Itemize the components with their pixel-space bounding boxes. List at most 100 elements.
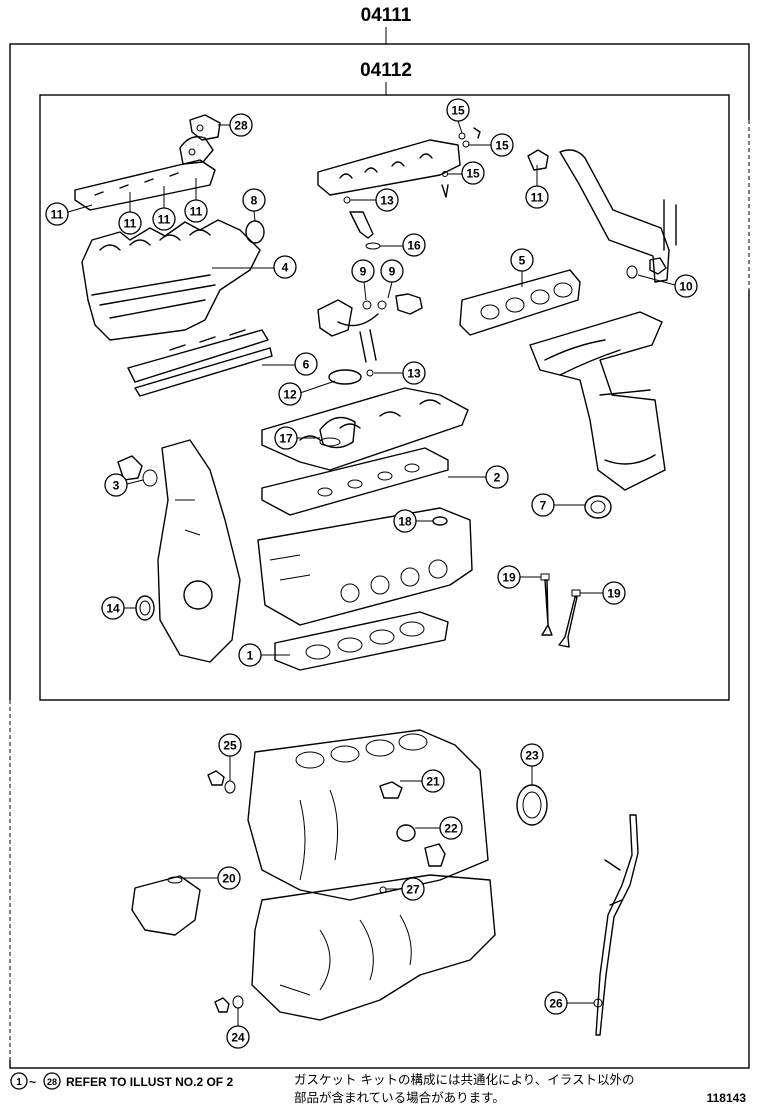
callout-8[interactable]: 8: [242, 188, 266, 212]
callout-25[interactable]: 25: [218, 733, 242, 757]
callout-2-label: 2: [494, 471, 501, 485]
callout-11-c[interactable]: 11: [152, 207, 176, 231]
callout-16[interactable]: 16: [402, 233, 426, 257]
callout-13-a-label: 13: [380, 194, 394, 208]
callout-18-label: 18: [398, 515, 412, 529]
timing-cover-drawing: [157, 439, 241, 663]
callout-11-e-label: 11: [531, 191, 544, 205]
callout-1[interactable]: 1: [238, 643, 262, 667]
callout-24[interactable]: 24: [226, 1025, 250, 1049]
sensor-drawing: [317, 281, 423, 363]
callout-11-c-label: 11: [158, 213, 171, 227]
callout-15-a[interactable]: 15: [446, 98, 470, 122]
footer-jp-line1: ガスケット キットの構成には共通化により、イラスト以外の: [294, 1072, 634, 1087]
callout-10[interactable]: 10: [674, 274, 698, 298]
egr-pipe-drawing: [527, 149, 677, 283]
drain-cock-drawing: [207, 770, 236, 794]
callout-11-d-label: 11: [190, 205, 203, 219]
callout-18[interactable]: 18: [393, 509, 417, 533]
footer-range-end-label: 28: [47, 1077, 57, 1087]
callout-19-a-label: 19: [502, 571, 516, 585]
callout-11-b[interactable]: 11: [118, 211, 142, 235]
callout-13-b-label: 13: [407, 367, 421, 381]
callout-12-label: 12: [283, 388, 297, 402]
callout-21-label: 21: [426, 775, 440, 789]
callout-15-b[interactable]: 15: [490, 133, 514, 157]
callout-5[interactable]: 5: [510, 248, 534, 272]
outer-kit-frame: [9, 27, 750, 1069]
cylinder-head-drawing: [257, 507, 473, 626]
callout-3-label: 3: [113, 479, 120, 493]
callout-26[interactable]: 26: [544, 991, 568, 1015]
valves-drawing: [540, 573, 581, 648]
callout-16-label: 16: [407, 239, 421, 253]
callout-15-c[interactable]: 15: [461, 161, 485, 185]
callout-11-a-label: 11: [51, 208, 64, 222]
callout-3[interactable]: 3: [104, 473, 128, 497]
cylinder-head-gasket-drawing: [274, 611, 449, 671]
callout-7-label: 7: [540, 499, 547, 513]
footer: 1 ~ 28 REFER TO ILLUST NO.2 OF 2 ガスケット キ…: [10, 1072, 747, 1105]
callout-9-b[interactable]: 9: [380, 259, 404, 283]
outer-kit-code: 04111: [361, 5, 412, 26]
callout-4-label: 4: [282, 261, 289, 275]
illustration-number: 118143: [707, 1091, 747, 1105]
callout-8-label: 8: [251, 194, 258, 208]
fuel-delivery-drawing: [317, 127, 481, 250]
exhaust-pipe-gasket-drawing: [584, 495, 612, 519]
exhaust-manifold-drawing: [74, 114, 230, 211]
footer-reference-note: REFER TO ILLUST NO.2 OF 2: [66, 1075, 233, 1089]
o-ring-8-drawing: [245, 220, 265, 244]
intake-manifold-drawing: [81, 219, 261, 341]
callout-20-label: 20: [222, 872, 236, 886]
callout-7[interactable]: 7: [531, 493, 555, 517]
callout-1-label: 1: [247, 649, 254, 663]
oil-pump-drawing: [131, 875, 201, 936]
callout-20[interactable]: 20: [217, 866, 241, 890]
callout-9-b-label: 9: [389, 265, 396, 279]
callout-13-a[interactable]: 13: [375, 188, 399, 212]
callout-11-e[interactable]: 11: [525, 185, 549, 209]
callout-5-label: 5: [519, 254, 526, 268]
callout-4[interactable]: 4: [273, 255, 297, 279]
oil-cap-drawing: [319, 416, 356, 449]
callout-24-label: 24: [231, 1031, 245, 1045]
oil-filler-gasket-drawing: [328, 369, 362, 385]
callout-28[interactable]: 28: [229, 113, 253, 137]
callout-19-b[interactable]: 19: [602, 581, 626, 605]
callout-9-a[interactable]: 9: [351, 259, 375, 283]
callout-11-a[interactable]: 11: [45, 202, 69, 226]
callout-2[interactable]: 2: [485, 465, 509, 489]
callout-11-b-label: 11: [124, 217, 137, 231]
front-oil-seal-drawing: [135, 595, 155, 621]
cylinder-head-cover-gasket-drawing: [261, 447, 449, 516]
callout-17[interactable]: 17: [274, 426, 298, 450]
engine-block-drawing: [247, 729, 489, 901]
callout-25-label: 25: [223, 739, 237, 753]
callout-11-d[interactable]: 11: [184, 199, 208, 223]
callout-27[interactable]: 27: [401, 877, 425, 901]
callout-28-label: 28: [234, 119, 248, 133]
callouts: 28 11 11 11 11 8: [45, 98, 698, 1049]
callout-17-label: 17: [279, 432, 293, 446]
callout-15-a-label: 15: [451, 104, 465, 118]
footer-range-start: 1: [10, 1072, 28, 1090]
callout-6[interactable]: 6: [294, 352, 318, 376]
footer-range-end: 28: [43, 1072, 61, 1090]
callout-13-b[interactable]: 13: [402, 361, 426, 385]
callout-23-label: 23: [525, 749, 539, 763]
cylinder-head-cover-drawing: [261, 387, 469, 471]
callout-21[interactable]: 21: [421, 769, 445, 793]
callout-6-label: 6: [303, 358, 310, 372]
footer-range-start-label: 1: [16, 1077, 22, 1088]
callout-12[interactable]: 12: [278, 382, 302, 406]
callout-23[interactable]: 23: [520, 743, 544, 767]
callout-22[interactable]: 22: [439, 816, 463, 840]
inner-kit-frame: [39, 82, 730, 701]
plug-gasket-13-drawing: [366, 369, 374, 377]
callout-14[interactable]: 14: [101, 596, 125, 620]
exhaust-manifold-gasket-drawing: [459, 269, 581, 336]
intake-chamber-gasket-drawing: [127, 329, 273, 397]
callout-19-a[interactable]: 19: [497, 565, 521, 589]
